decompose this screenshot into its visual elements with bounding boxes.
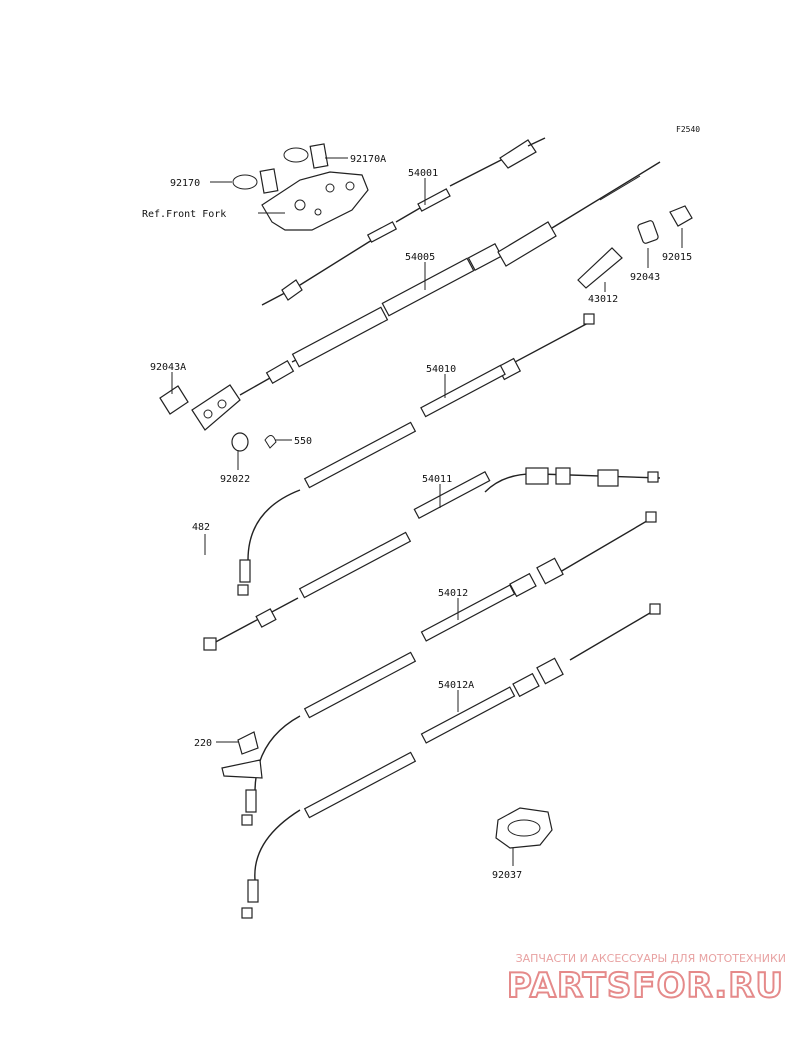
part-label-54012: 54012: [438, 588, 468, 599]
part-label-220: 220: [194, 738, 212, 749]
figure-code: F2540: [676, 125, 700, 134]
speedometer-bracket-drawing: [232, 143, 369, 231]
part-label-43012: 43012: [588, 294, 618, 305]
watermark-logo: PARTSFOR.RU: [507, 966, 784, 1006]
part-label-54012A: 54012A: [438, 680, 474, 691]
cable-54011-drawing: [203, 467, 661, 651]
grommet-92037-drawing: [495, 807, 553, 849]
part-labels: 92170 92170A Ref.Front Fork 54001 54005 …: [142, 154, 692, 881]
part-label-ref-front-fork: Ref.Front Fork: [142, 209, 226, 220]
part-label-54001: 54001: [408, 168, 438, 179]
cable-54012-drawing: [221, 511, 657, 826]
leader-lines: [171, 157, 683, 866]
part-label-92170A: 92170A: [350, 154, 386, 165]
part-label-92170: 92170: [170, 178, 200, 189]
watermark-tagline: ЗАПЧАСТИ И АКСЕССУАРЫ ДЛЯ МОТОТЕХНИКИ: [516, 952, 786, 965]
cable-54005-drawing: [191, 161, 661, 431]
part-label-92022: 92022: [220, 474, 250, 485]
part-label-482: 482: [192, 522, 210, 533]
part-label-54010: 54010: [426, 364, 456, 375]
part-label-54011: 54011: [422, 474, 452, 485]
part-label-54005: 54005: [405, 252, 435, 263]
part-label-92037: 92037: [492, 870, 522, 881]
part-label-92015: 92015: [662, 252, 692, 263]
part-label-550: 550: [294, 436, 312, 447]
cable-54010-drawing: [237, 313, 595, 596]
adjuster-parts-drawing: [159, 205, 693, 452]
watermark: ЗАПЧАСТИ И АКСЕССУАРЫ ДЛЯ МОТОТЕХНИКИ PA…: [506, 952, 786, 1007]
part-label-92043A: 92043A: [150, 362, 186, 373]
part-label-92043: 92043: [630, 272, 660, 283]
speedometer-cable-54001-drawing: [261, 137, 546, 306]
cable-54012A-drawing: [237, 603, 661, 919]
